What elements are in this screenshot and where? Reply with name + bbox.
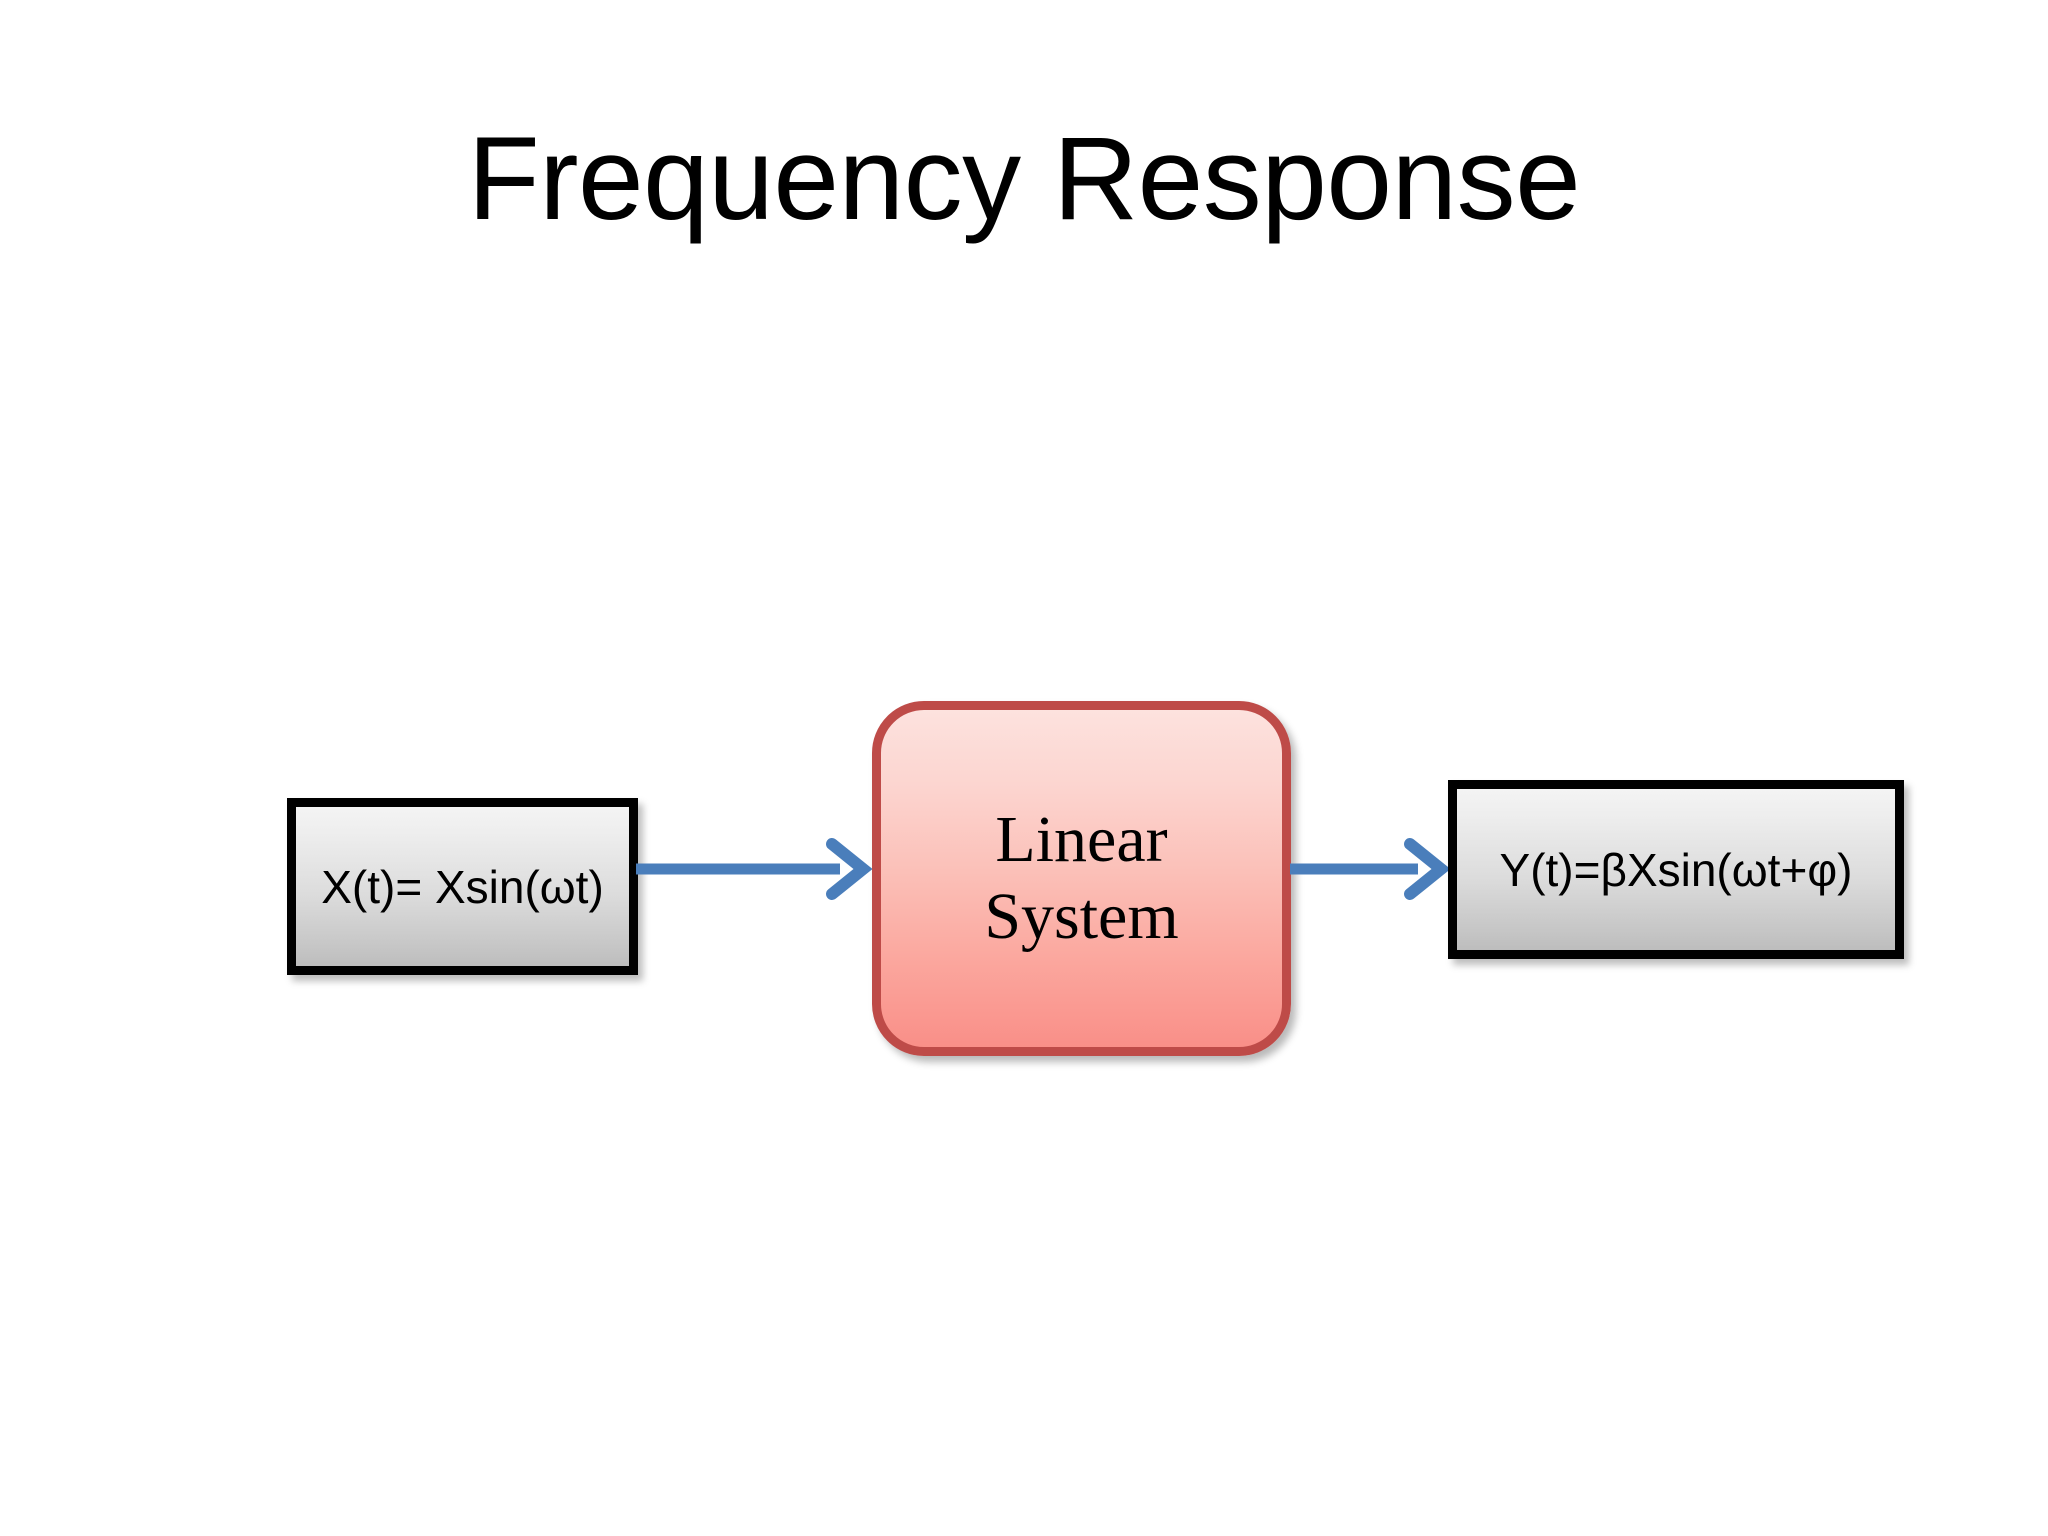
input-signal-block: X(t)= Xsin(ωt) [287,798,638,975]
arrow-head-icon [826,838,873,900]
connector-system-to-output-arrow [1290,838,1451,900]
output-signal-block: Y(t)=βXsin(ωt+φ) [1448,780,1904,959]
input-signal-label: X(t)= Xsin(ωt) [321,860,604,913]
page-title: Frequency Response [467,113,1581,245]
connector-input-to-system-arrow [636,838,873,900]
linear-system-block: Linear System [872,701,1291,1056]
output-signal-label: Y(t)=βXsin(ωt+φ) [1499,843,1853,896]
arrow-head-icon [1404,838,1451,900]
system-label-line-2: System [984,879,1179,953]
system-label-line-1: Linear [995,802,1168,876]
